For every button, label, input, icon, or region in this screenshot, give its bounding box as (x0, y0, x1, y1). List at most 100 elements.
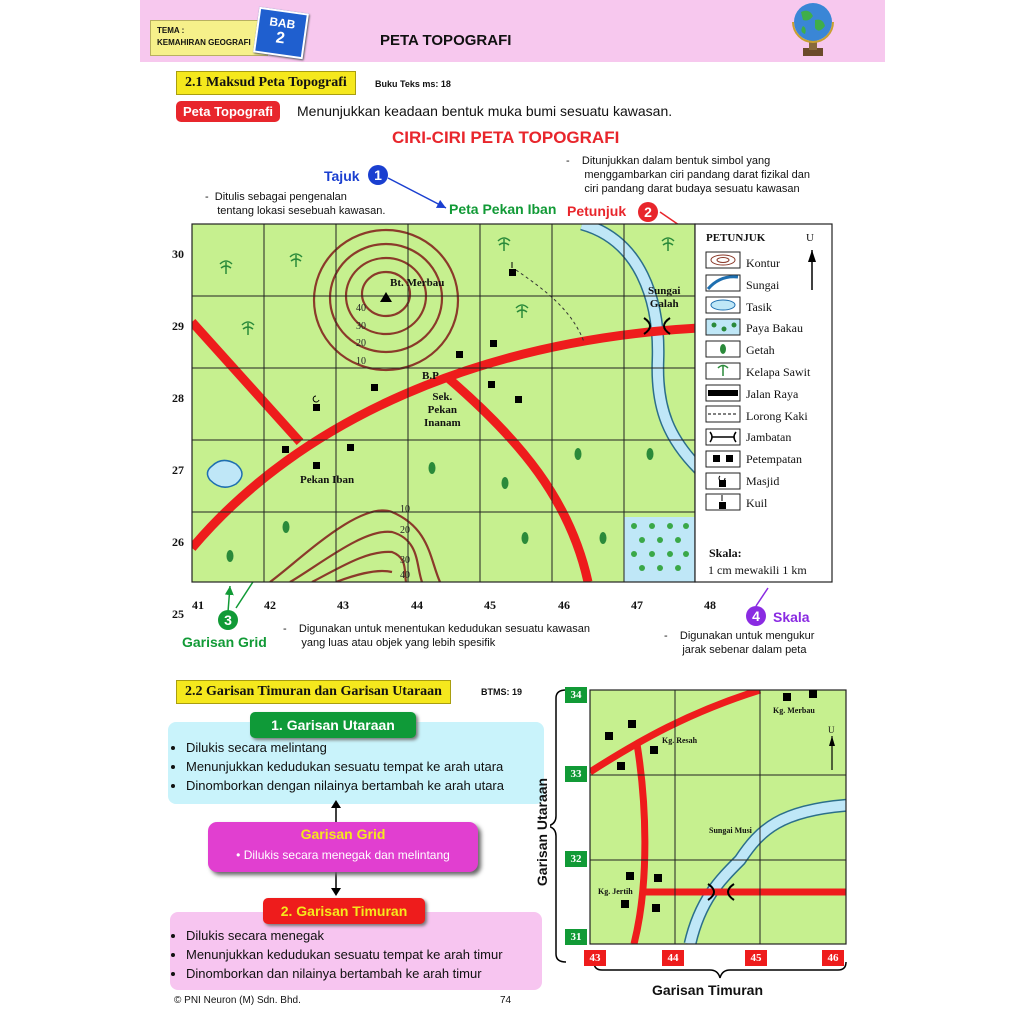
northing-badge: 32 (565, 851, 587, 867)
page-title: PETA TOPOGRAFI (380, 32, 512, 49)
legend-item: Getah (746, 343, 775, 358)
tajuk-note-line1: Ditulis sebagai pengenalan (214, 191, 347, 203)
skala-note-line1: Digunakan untuk mengukur (679, 630, 815, 642)
petunjuk-note: - Ditunjukkan dalam bentuk simbol yang m… (566, 155, 810, 195)
contour-label: 20 (356, 338, 366, 349)
petunjuk-label: Petunjuk (567, 203, 627, 219)
contour-label: 40 (400, 570, 410, 581)
chapter-number: 2 (274, 29, 286, 48)
grid-map-2 (550, 689, 847, 979)
list-item: Dinomborkan dengan nilainya bertambah ke… (186, 776, 504, 795)
scale-title: Skala: (709, 546, 742, 560)
place-sek-pekan-inanam: Sek. Pekan Inanam (424, 391, 461, 430)
legend-item: Jambatan (746, 430, 792, 445)
contour-label: 10 (356, 356, 366, 367)
timuran-panel (170, 912, 542, 990)
grid-panel-text: • Dilukis secara menegak dan melintang (236, 848, 450, 862)
easting-badge: 44 (662, 950, 684, 966)
northing-label: 27 (172, 463, 184, 477)
legend-item: Lorong Kaki (746, 408, 808, 423)
map-1-northings: 30 29 28 27 26 25 (172, 218, 184, 650)
theme-value: KEMAHIRAN GEOGRAFI (157, 38, 251, 47)
place-kg-resah: Kg. Resah (662, 736, 698, 745)
petunjuk-note-line2: menggambarkan ciri pandang darat fizikal… (584, 169, 810, 181)
northing-badge: 31 (565, 929, 587, 945)
grid-note-line1: Digunakan untuk menentukan kedudukan ses… (298, 623, 590, 635)
legend-items: Kontur Sungai Tasik Paya Bakau Getah Kel… (746, 253, 810, 515)
skala-number-badge: 4 (746, 606, 766, 626)
globe-icon (792, 3, 834, 56)
place-sungai-musi: Sungai Musi (709, 826, 752, 835)
place-sungai-galah: Sungai Galah (648, 285, 680, 311)
theme-box: TEMA : KEMAHIRAN GEOGRAFI (150, 20, 268, 56)
legend-item: Kelapa Sawit (746, 364, 811, 379)
map-2-north-label: U (828, 725, 835, 735)
legend-item: Petempatan (746, 452, 802, 467)
term-label: Peta Topografi (176, 101, 281, 122)
northing-label: 25 (172, 607, 184, 621)
scale-text: 1 cm mewakili 1 km (708, 563, 807, 577)
place-kg-merbau: Kg. Merbau (773, 706, 815, 715)
contour-label: 20 (400, 525, 410, 536)
legend-title: PETUNJUK (706, 232, 766, 244)
side-axis-label: Garisan Utaraan (534, 777, 550, 887)
map-1-land (192, 224, 695, 582)
northing-label: 30 (172, 247, 184, 261)
place-kg-jertih: Kg. Jertih (598, 887, 633, 896)
timuran-title: 2. Garisan Timuran (263, 898, 425, 924)
grid-panel (208, 822, 478, 872)
section-2-2-ref: BTMS: 19 (481, 687, 523, 697)
grid-number-badge: 3 (218, 610, 238, 630)
place-sek-line2: Pekan (427, 404, 458, 416)
contour-label: 40 (356, 303, 366, 314)
easting-badge: 43 (584, 950, 606, 966)
easting-label: 44 (411, 598, 423, 612)
easting-label: 43 (337, 598, 349, 612)
theme-label: TEMA : (157, 26, 185, 35)
section-2-2-title: 2.2 Garisan Timuran dan Garisan Utaraan (176, 680, 451, 704)
place-sek-line3: Inanam (424, 417, 461, 429)
contour-label: 30 (356, 321, 366, 332)
chapter-badge: BAB 2 (253, 6, 309, 60)
place-bt-merbau: Bt. Merbau (390, 277, 445, 289)
bottom-axis-label: Garisan Timuran (652, 982, 764, 998)
tajuk-label: Tajuk (324, 168, 360, 184)
features-heading: CIRI-CIRI PETA TOPOGRAFI (392, 128, 620, 147)
place-sungai-galah-line1: Sungai (648, 285, 681, 297)
northing-label: 29 (172, 319, 184, 333)
tajuk-note: - Ditulis sebagai pengenalan tentang lok… (205, 191, 386, 217)
grid-panel-bullet: Dilukis secara menegak dan melintang (243, 848, 450, 862)
list-item: Menunjukkan kedudukan sesuatu tempat ke … (186, 945, 503, 964)
northing-badge: 33 (565, 766, 587, 782)
flow-arrows (331, 800, 341, 896)
petunjuk-note-line1: Ditunjukkan dalam bentuk simbol yang (581, 155, 771, 167)
tajuk-number-badge: 1 (368, 165, 388, 185)
easting-badge: 46 (822, 950, 844, 966)
grid-note: - Digunakan untuk menentukan kedudukan s… (283, 623, 590, 649)
northing-badge: 34 (565, 687, 587, 703)
legend-item: Paya Bakau (746, 321, 803, 336)
easting-label: 41 (192, 598, 204, 612)
copyright: © PNI Neuron (M) Sdn. Bhd. (174, 995, 301, 1006)
easting-label: 46 (558, 598, 570, 612)
grid-label: Garisan Grid (182, 634, 267, 650)
contour-label: 10 (400, 504, 410, 515)
utaraan-bullets: Dilukis secara melintang Menunjukkan ked… (172, 738, 504, 795)
legend-item: Kontur (746, 256, 780, 270)
legend-item: Jalan Raya (746, 386, 799, 401)
petunjuk-number-badge: 2 (638, 202, 658, 222)
legend-item: Sungai (746, 277, 780, 292)
section-2-1-title: 2.1 Maksud Peta Topografi (176, 71, 356, 95)
legend-north-label: U (806, 232, 814, 244)
northing-label: 26 (172, 535, 184, 549)
easting-label: 42 (264, 598, 276, 612)
topographic-map-1 (191, 177, 833, 613)
timuran-bullets: Dilukis secara menegak Menunjukkan kedud… (172, 926, 503, 983)
place-sek-line1: Sek. (432, 391, 453, 403)
north-arrow-icon (808, 250, 816, 290)
list-item: Dinomborkan dan nilainya bertambah ke ar… (186, 964, 503, 983)
place-bp: B.P (422, 370, 439, 382)
skala-note-line2: jarak sebenar dalam peta (682, 644, 807, 656)
easting-label: 48 (704, 598, 716, 612)
place-sungai-galah-line2: Galah (649, 298, 679, 310)
